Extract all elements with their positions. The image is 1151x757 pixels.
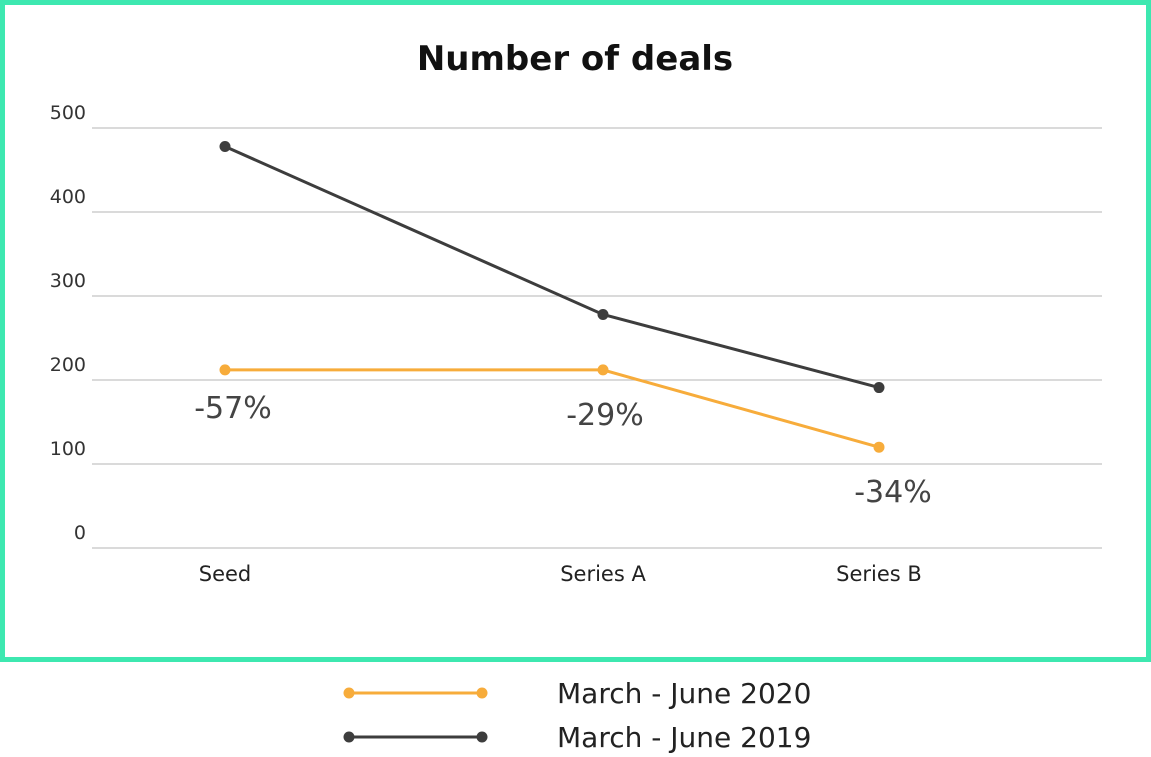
y-tick-label-500: 500 <box>50 102 86 124</box>
x-tick-label-series-a: Series A <box>560 562 646 586</box>
gridlines <box>92 127 1102 549</box>
data-point-1-0 <box>219 140 231 152</box>
data-point-0-1 <box>597 364 609 376</box>
series-lines <box>219 140 885 453</box>
y-tick-label-200: 200 <box>50 354 86 376</box>
annotation-series-a: -29% <box>566 398 644 433</box>
series-line-1 <box>224 145 880 390</box>
y-tick-label-0: 0 <box>74 522 86 544</box>
chart-title: Number of deals <box>417 39 733 79</box>
legend-label-0: March - June 2020 <box>557 677 811 710</box>
data-point-0-0 <box>219 364 231 376</box>
annotation-series-b: -34% <box>854 475 932 510</box>
data-point-1-2 <box>873 382 885 394</box>
series-line-0 <box>225 368 880 449</box>
legend-marker-left-1 <box>343 731 355 743</box>
x-tick-label-seed: Seed <box>199 562 252 586</box>
y-tick-label-100: 100 <box>50 438 86 460</box>
data-point-1-1 <box>597 308 609 320</box>
legend-marker-right-0 <box>476 687 488 699</box>
data-point-0-2 <box>873 441 885 453</box>
chart-frame <box>0 0 1151 662</box>
y-tick-label-400: 400 <box>50 186 86 208</box>
change-annotations: -57% -29% -34% <box>194 391 932 510</box>
x-axis-ticks: Seed Series A Series B <box>199 562 922 586</box>
x-tick-label-series-b: Series B <box>836 562 922 586</box>
legend-marker-left-0 <box>343 687 355 699</box>
annotation-seed: -57% <box>194 391 272 426</box>
y-axis-ticks: 0 100 200 300 400 500 <box>50 102 86 544</box>
legend-marker-right-1 <box>476 731 488 743</box>
y-tick-label-300: 300 <box>50 270 86 292</box>
legend-label-1: March - June 2019 <box>557 721 811 754</box>
